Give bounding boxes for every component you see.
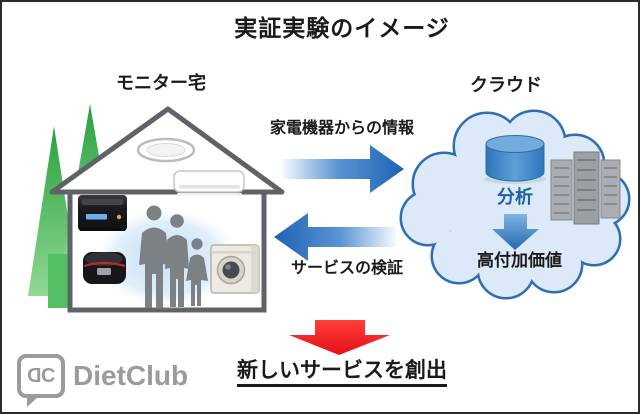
server-rack-icon xyxy=(550,151,621,225)
red-down-arrow-icon xyxy=(289,320,390,355)
outcome-label: 新しいサービスを創出 xyxy=(197,359,487,388)
family-silhouette-icon xyxy=(139,205,208,308)
arrow-cloud-to-house xyxy=(274,213,396,261)
logo-monogram-d: D xyxy=(29,364,41,387)
analysis-label: 分析 xyxy=(497,187,533,207)
washing-machine-icon xyxy=(210,244,260,294)
cloud-shape xyxy=(399,109,631,300)
house-label: モニター宅 xyxy=(116,73,206,93)
added-value-label: 高付加価値 xyxy=(477,251,562,270)
flow-label-house-to-cloud: 家電機器からの情報 xyxy=(269,120,414,137)
page-title: 実証実験のイメージ xyxy=(234,15,450,41)
logo-speech-tail xyxy=(27,398,37,407)
microwave-oven-icon xyxy=(78,195,127,231)
outcome-text: 新しいサービスを創出 xyxy=(237,359,447,388)
database-cylinder-icon xyxy=(484,135,546,184)
dietclub-logo-text: DietClub xyxy=(73,360,189,391)
logo-monogram-c: C xyxy=(41,364,56,387)
air-conditioner-icon xyxy=(173,170,245,196)
flow-label-cloud-to-house: サービスの検証 xyxy=(290,260,403,277)
ceiling-light-icon xyxy=(136,137,196,163)
rice-cooker-icon xyxy=(83,252,126,284)
down-arrow-icon xyxy=(492,214,539,250)
arrow-house-to-cloud xyxy=(282,145,404,193)
cloud-label: クラウド xyxy=(470,75,542,95)
